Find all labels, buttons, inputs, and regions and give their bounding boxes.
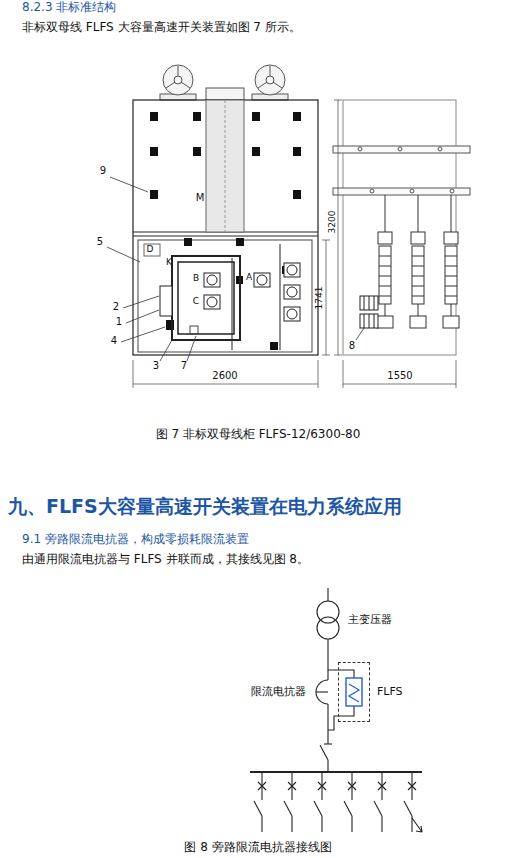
callout-number: 4 (111, 335, 117, 347)
transformer: 主变压器 (314, 598, 396, 639)
dimension: 3200 (327, 211, 338, 234)
callout-number: 2 (113, 301, 119, 313)
callout-number: 9 (100, 165, 106, 177)
figure-caption: 图 8 旁路限流电抗器接线图 (184, 840, 331, 854)
dimension: 1741 (314, 287, 325, 310)
part-letter: K (166, 257, 172, 268)
part-letter: C (193, 296, 199, 307)
flfs-box: FLFS (338, 662, 370, 722)
dimension: 1550 (387, 370, 412, 382)
figure-caption: 图 7 非标双母线柜 FLFS-12/6300-80 (156, 427, 361, 441)
part-letter: M (196, 192, 205, 204)
callout-number: 8 (349, 340, 355, 352)
node-label: 主变压器 (348, 613, 392, 627)
section-heading: 九、FLFS大容量高速开关装置在电力系统应用 (8, 495, 402, 518)
cabinet-side (333, 100, 470, 355)
callout-number: 3 (153, 360, 159, 372)
single-line-diagram (250, 588, 422, 832)
dimension: 2600 (212, 370, 237, 382)
wire (328, 639, 338, 670)
body-text: 由通用限流电抗器与 FLFS 并联而成，其接线见图 8。 (22, 552, 309, 566)
part-letter: A (246, 272, 252, 283)
node-label: FLFS (377, 685, 403, 699)
callout-number: 5 (97, 236, 103, 248)
part-letter: B (193, 273, 199, 284)
component-label: 限流电抗器 (251, 685, 306, 698)
dimension-lines (133, 100, 456, 388)
part-letter: D (147, 244, 154, 255)
body-text: 非标双母线 FLFS 大容量高速开关装置如图 7 所示。 (22, 20, 301, 34)
callout-number: 1 (116, 316, 122, 328)
sub-heading: 8.2.3 非标准结构 (22, 0, 116, 14)
callout-number: 7 (181, 360, 187, 372)
sub-heading: 9.1 旁路限流电抗器，构成零损耗限流装置 (22, 532, 249, 546)
cabinet-front (107, 65, 364, 361)
